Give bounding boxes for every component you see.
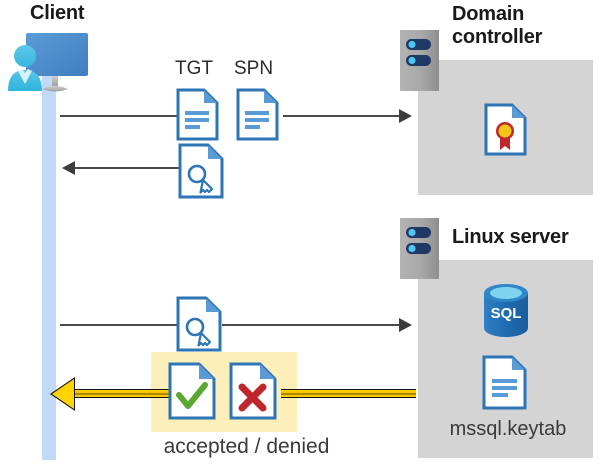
flow-line-request-left [60,115,178,117]
document-check-icon [168,362,216,425]
yellow-arrow-shaft-left [64,389,170,398]
arrow-right-icon [399,109,412,123]
server-rack-icon [400,30,439,91]
arrow-right-icon [399,318,412,332]
document-key-icon [178,143,224,204]
domain-controller-title: Domain controller [452,3,543,48]
flow-line-ticket-response [75,167,180,169]
desktop-user-icon [4,25,100,97]
flow-line-present-right [222,324,408,326]
spn-document-icon [236,88,279,146]
keytab-filename-label: mssql.keytab [449,418,567,440]
tgt-document-icon [176,88,219,146]
sql-label: SQL [491,305,522,322]
flow-line-present-left [60,324,178,326]
accepted-denied-caption: accepted / denied [163,435,330,458]
server-rack-icon [400,218,439,279]
linux-server-title: Linux server [452,226,569,248]
arrow-left-yellow-icon [52,379,74,409]
spn-label: SPN [234,58,274,79]
arrow-left-icon [62,161,75,175]
sql-database-icon: SQL [481,283,531,343]
client-lifeline [42,70,56,460]
keytab-document-icon [482,355,527,415]
document-key-icon [176,296,222,357]
document-cross-icon [229,362,277,425]
yellow-arrow-shaft-right [281,389,416,398]
client-title: Client [30,2,85,24]
tgt-label: TGT [175,58,213,79]
certificate-document-icon [484,103,527,161]
flow-line-request-right [283,115,408,117]
